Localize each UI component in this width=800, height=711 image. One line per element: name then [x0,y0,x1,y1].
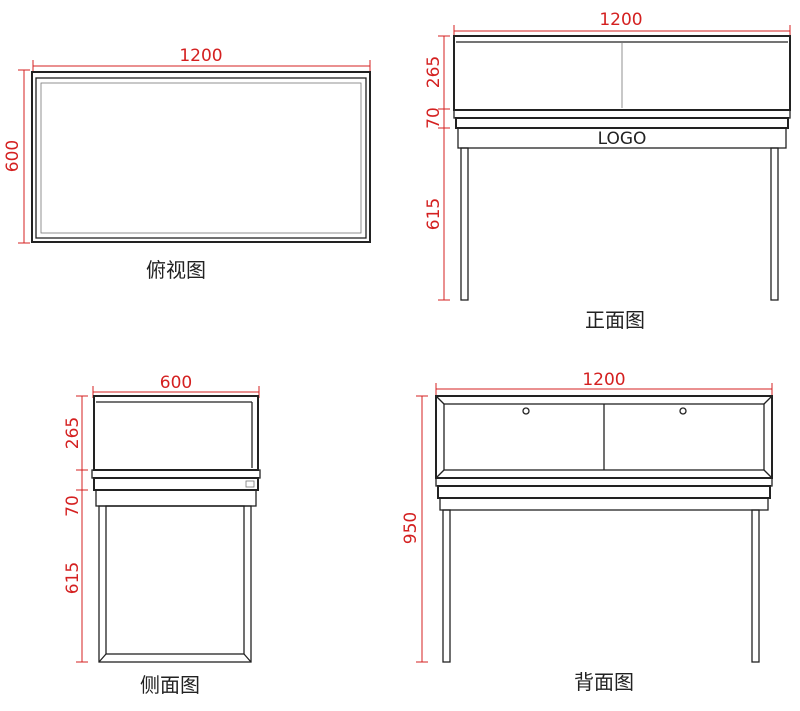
side-base-top-strip [91,469,261,479]
front-leg-left [460,147,469,301]
side-leg-corner-left [98,653,107,663]
side-depth-label: 600 [160,373,192,393]
front-leg-height-label: 615 [424,198,444,230]
back-view-caption: 背面图 [574,670,634,694]
top-outer-frame [31,71,371,243]
back-base-top-strip [435,477,773,487]
side-base-height-label: 70 [63,495,83,517]
front-base-height-label: 70 [424,107,444,129]
front-view-caption: 正面图 [585,308,645,332]
back-leg-right [751,509,760,663]
side-lock-icon [245,480,255,488]
back-leg-left [442,509,451,663]
top-view: 1200 600 俯视图 [3,46,371,282]
side-leg-frame-outer [98,505,252,663]
side-base-lower [95,489,257,507]
top-depth-label: 600 [3,140,23,172]
side-leg-height-label: 615 [63,562,83,594]
front-logo-panel [457,127,787,149]
top-middle-frame [35,77,367,239]
side-glass-case [93,395,259,471]
back-base-band [437,485,771,499]
back-lock-right-icon [679,407,687,415]
side-view-caption: 侧面图 [140,673,200,697]
back-total-height-label: 950 [401,512,421,544]
side-view: 600 265 70 615 侧面图 [63,373,261,697]
back-view: 1200 950 背面图 [401,370,773,694]
front-width-label: 1200 [599,10,642,30]
top-width-label: 1200 [179,46,222,66]
back-base-lower [439,497,769,511]
back-corner-br [763,469,773,479]
side-glass-height-label: 265 [63,417,83,449]
front-leg-right [770,147,779,301]
back-width-label: 1200 [582,370,625,390]
side-leg-frame-inner [105,505,245,655]
front-base-band [455,117,789,129]
back-corner-bl [435,469,445,479]
back-corner-tl [435,395,445,405]
top-view-caption: 俯视图 [146,258,206,282]
back-lock-left-icon [522,407,530,415]
back-corner-tr [763,395,773,405]
side-leg-corner-right [243,653,252,663]
front-view: 1200 265 70 615 LOGO 正面图 [424,10,791,332]
top-glass-panel [40,82,362,234]
front-glass-height-label: 265 [424,56,444,88]
side-base-band [93,477,259,491]
front-base-top-strip [453,109,791,119]
front-logo-text: LOGO [598,129,647,149]
